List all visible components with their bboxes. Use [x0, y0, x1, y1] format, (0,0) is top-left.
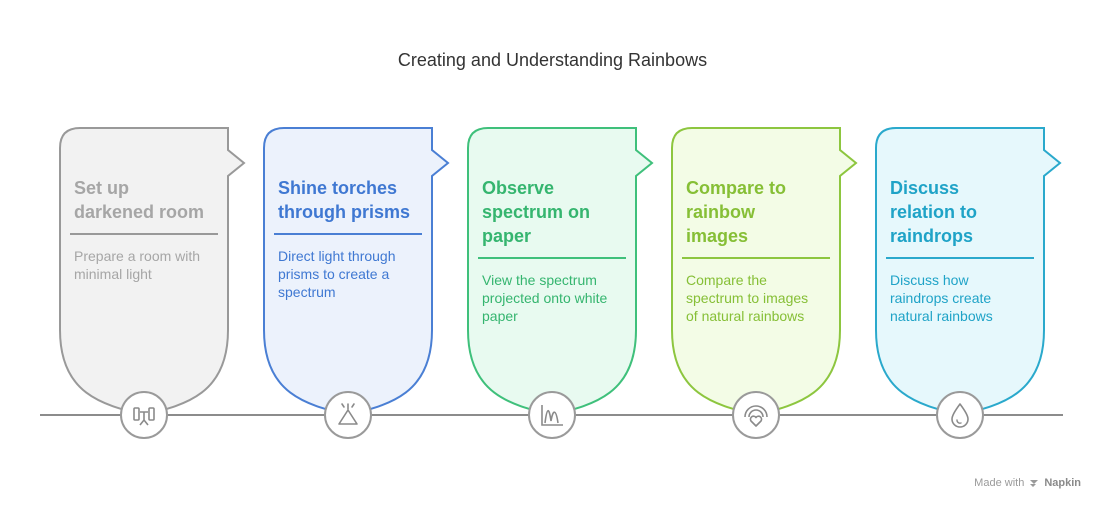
rainbow-heart-icon [732, 391, 780, 439]
room-setup-icon [120, 391, 168, 439]
step-card-shape [59, 127, 246, 417]
step-card-shape [263, 127, 450, 417]
made-with-label: Made with [974, 477, 1025, 489]
step-title: Set up darkened room [74, 178, 205, 222]
step-card-shape [467, 127, 654, 417]
step-description: View the spectrum projected onto white p… [482, 272, 608, 324]
step-description: Prepare a room with minimal light [74, 248, 201, 282]
step-title: Discuss relation to raindrops [890, 178, 978, 246]
step-title: Observe spectrum on paper [482, 178, 591, 246]
step-card-shape [875, 127, 1062, 417]
step-description: Direct light through prisms to create a … [278, 248, 396, 300]
raindrop-icon [936, 391, 984, 439]
step-description: Compare the spectrum to images of natura… [686, 272, 809, 324]
diagram-title: Creating and Understanding Rainbows [397, 50, 708, 70]
spectrum-graph-icon [528, 391, 576, 439]
brand-name: Napkin [1044, 477, 1081, 489]
step-card-shape [671, 127, 858, 417]
step-description: Discuss how raindrops create natural rai… [890, 272, 993, 324]
prism-icon [324, 391, 372, 439]
step-title: Shine torches through prisms [278, 178, 411, 222]
footer: Made with Napkin [974, 477, 1081, 489]
step-title: Compare to rainbow images [686, 178, 787, 246]
napkin-logo-icon [1030, 480, 1039, 487]
